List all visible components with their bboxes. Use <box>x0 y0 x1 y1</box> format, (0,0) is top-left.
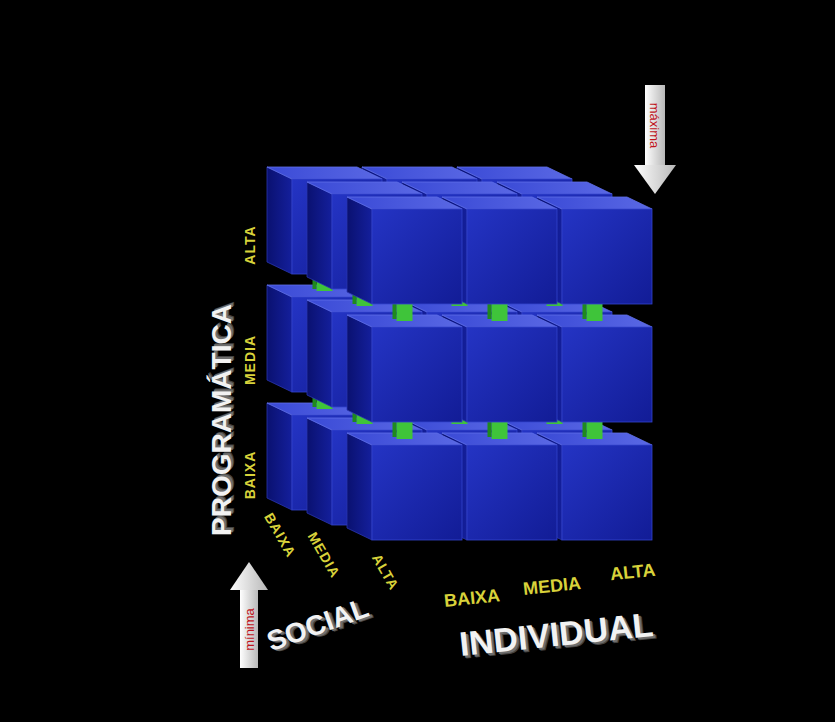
cube-top <box>497 182 612 194</box>
cube-top <box>457 167 572 179</box>
max-arrow <box>634 85 676 194</box>
min-arrow <box>230 562 268 668</box>
cube-side <box>307 418 332 525</box>
level-label: ALTA <box>370 552 402 593</box>
cube-side <box>267 167 292 274</box>
cube-front <box>372 209 462 304</box>
cube-front <box>372 327 462 422</box>
level-label: BAIXA <box>262 510 298 559</box>
cube-top <box>267 167 382 179</box>
level-label: BAIXA <box>443 586 501 610</box>
arrow-head <box>634 165 676 194</box>
cube-top <box>402 182 517 194</box>
cube-front <box>467 209 557 304</box>
cube-side <box>307 300 332 407</box>
cube-front <box>562 445 652 540</box>
cube-front <box>562 327 652 422</box>
level-label: MEDIA <box>305 530 342 580</box>
arrow-shaft <box>240 588 258 668</box>
axis-title: PROGRAMÁTICA <box>208 304 236 536</box>
arrow-shaft <box>645 85 665 165</box>
cube-side <box>347 197 372 304</box>
cube <box>347 433 462 540</box>
cube-top <box>537 197 652 209</box>
cube-side <box>347 315 372 422</box>
level-label: MEDIA <box>243 335 257 385</box>
cube-front <box>372 445 462 540</box>
cube-top <box>307 182 422 194</box>
level-label: BAIXA <box>243 451 257 500</box>
cube-top <box>362 167 477 179</box>
cube-front <box>562 209 652 304</box>
level-label: ALTA <box>610 561 657 584</box>
cube-front <box>467 327 557 422</box>
level-label: ALTA <box>243 225 257 264</box>
axis-title: INDIVIDUAL <box>457 607 654 661</box>
level-label: MEDIA <box>522 574 582 598</box>
cube-front <box>467 445 557 540</box>
cube-side <box>267 403 292 510</box>
axis-title: SOCIAL <box>264 594 373 656</box>
cube-grid <box>267 167 652 540</box>
axis-extreme-label: mínima <box>243 608 256 651</box>
cube <box>347 197 462 304</box>
cube-side <box>307 182 332 289</box>
arrow-head <box>230 562 268 590</box>
cube-side <box>347 433 372 540</box>
cube-side <box>267 285 292 392</box>
cube-top <box>347 197 462 209</box>
cube <box>347 315 462 422</box>
cube-top <box>442 197 557 209</box>
axis-extreme-label: máxima <box>648 102 661 148</box>
